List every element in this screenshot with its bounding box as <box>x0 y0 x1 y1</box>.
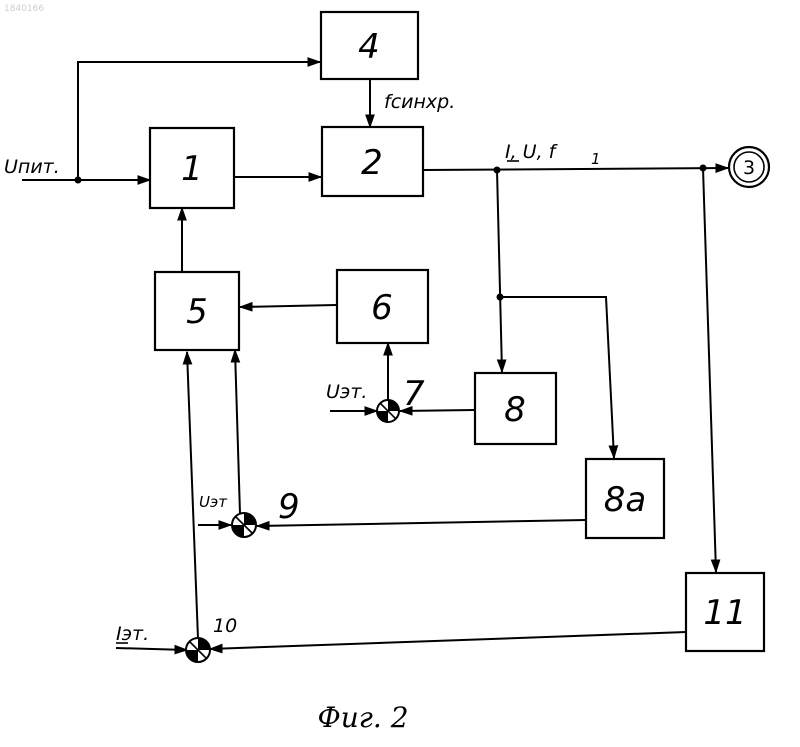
junction-9-label: 9 <box>278 487 300 527</box>
f-sync-label: fсинхр. <box>384 91 455 113</box>
u-pit-label: Uпит. <box>4 156 60 178</box>
outputs-text: I, U, f <box>505 141 559 163</box>
block-8a-label: 8а <box>604 480 646 520</box>
block-4: 4 <box>321 12 418 79</box>
block-1-label: 1 <box>181 149 203 189</box>
outputs-label: I, U, f 1 <box>505 141 601 168</box>
block-8: 8 <box>475 373 556 444</box>
block-5-label: 5 <box>186 292 208 332</box>
junction-7-label: 7 <box>403 374 425 414</box>
u-et-7-label: Uэт. <box>326 381 367 403</box>
block-2-label: 2 <box>361 143 383 183</box>
block-8-label: 8 <box>504 390 526 430</box>
u-et-9-label: Uэт <box>199 493 228 511</box>
block-2: 2 <box>322 127 423 196</box>
watermark: 1840166 <box>4 4 44 14</box>
output-node-3-label: 3 <box>743 157 755 179</box>
junction-10-label: 10 <box>213 615 237 637</box>
block-6: 6 <box>337 270 428 343</box>
summing-junction-9 <box>232 513 256 537</box>
figure-caption: Фиг. 2 <box>317 701 408 734</box>
block-11: 11 <box>686 573 764 651</box>
summing-junction-10 <box>186 638 210 662</box>
i-et-text: Iэт. <box>116 623 149 645</box>
output-node-3: 3 <box>729 147 769 187</box>
block-4-label: 4 <box>358 27 380 67</box>
block-1: 1 <box>150 128 234 208</box>
block-6-label: 6 <box>371 288 393 328</box>
block-8a: 8а <box>586 459 664 538</box>
outputs-subscript: 1 <box>591 150 601 168</box>
block-11-label: 11 <box>703 593 746 633</box>
block-5: 5 <box>155 272 239 350</box>
i-et-label: Iэт. <box>116 623 149 645</box>
summing-junction-7 <box>377 400 399 422</box>
